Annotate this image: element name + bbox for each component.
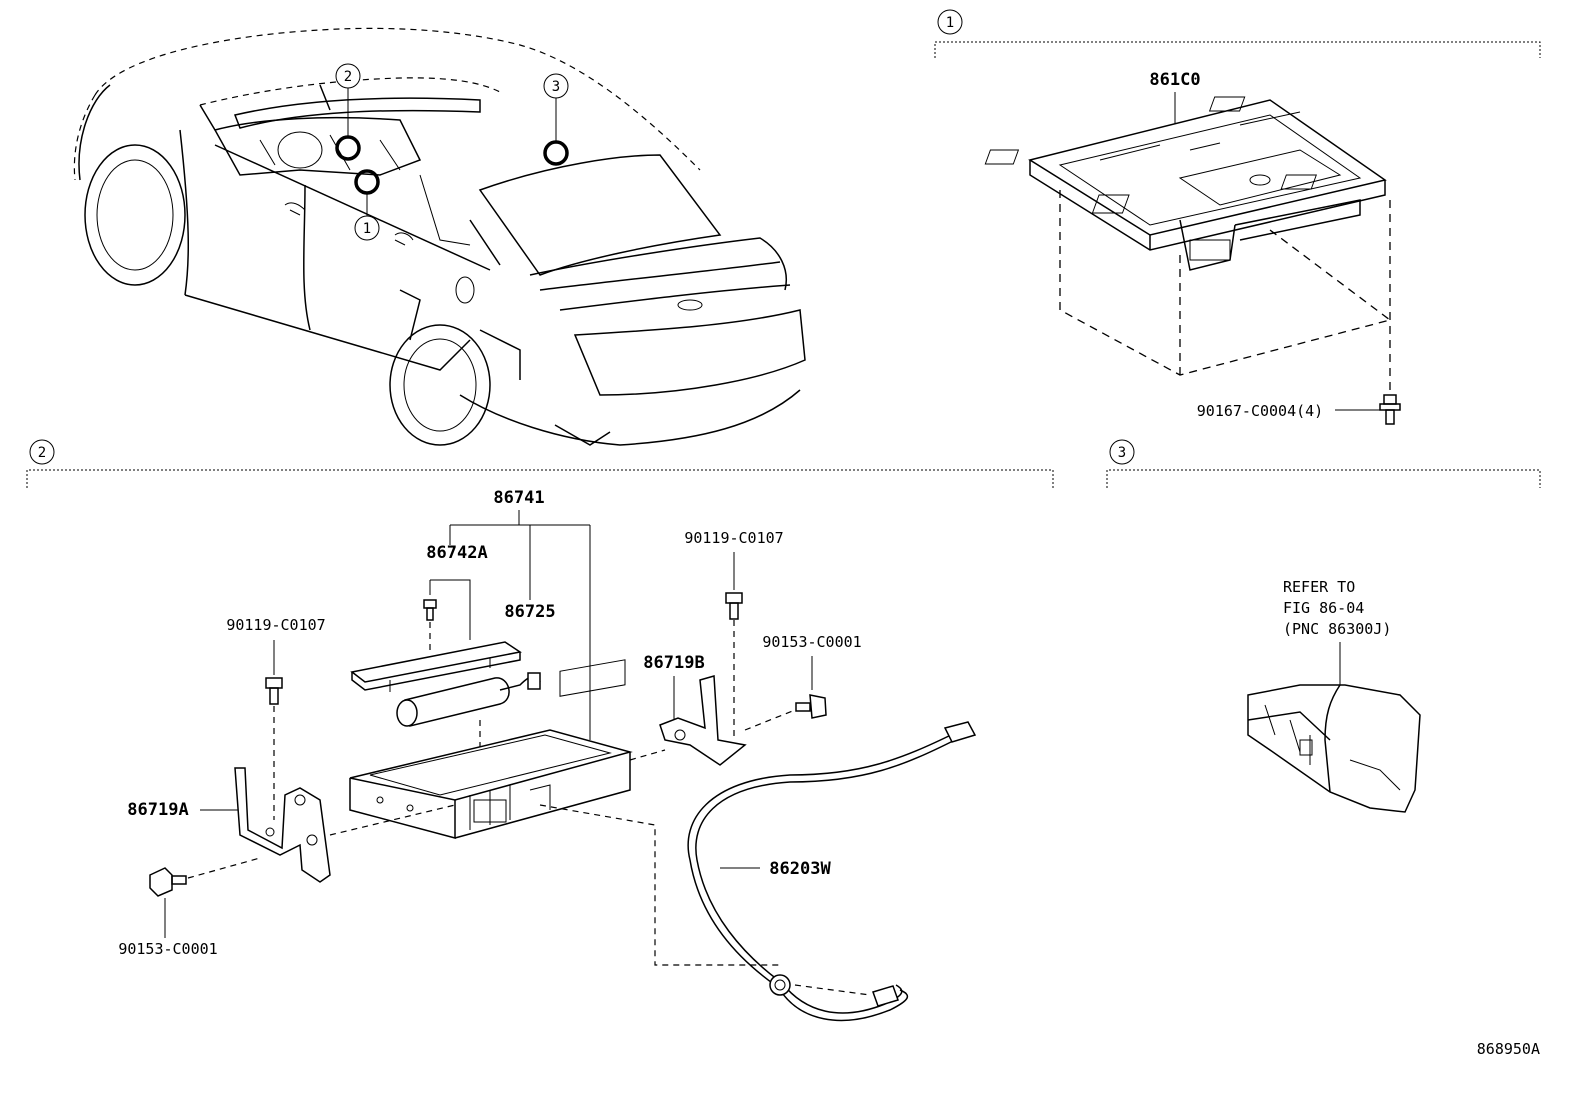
part-86725: 86725 [504, 602, 555, 622]
section-3: 3 REFER TO FIG 86-04 (PNC 86300J) [1106, 439, 1541, 813]
wireless-charger-tray [984, 96, 1387, 271]
camera-assembly [1247, 684, 1421, 813]
section-1-number: 1 [946, 15, 954, 31]
bolt-90119-right [725, 592, 743, 620]
backup-battery-cylinder [396, 672, 541, 727]
bracket-86719A [234, 767, 331, 883]
figure-id: 868950A [1477, 1040, 1540, 1058]
bolt-90153-right [795, 694, 827, 719]
refer-line-3: (PNC 86300J) [1283, 620, 1391, 638]
refer-line-1: REFER TO [1283, 578, 1355, 596]
callout-marker-3 [543, 140, 569, 166]
part-861C0: 861C0 [1149, 70, 1200, 90]
part-86742A: 86742A [426, 543, 487, 563]
part-90119-C0107-left: 90119-C0107 [226, 616, 325, 634]
part-86741: 86741 [493, 488, 544, 508]
vehicle-illustration [73, 27, 806, 446]
section-2-number: 2 [38, 445, 46, 461]
part-90153-C0001-left: 90153-C0001 [118, 940, 217, 958]
main-control-unit [349, 659, 633, 839]
bolt-90167 [1379, 394, 1401, 425]
part-90153-C0001-right: 90153-C0001 [762, 633, 861, 651]
screw-86742A [423, 599, 437, 621]
cable-86203W [687, 721, 977, 1022]
cover-plate [350, 641, 522, 692]
bolt-90153-left [149, 867, 187, 897]
callout-marker-2 [335, 135, 361, 161]
section-1: 1 861C0 [934, 9, 1541, 425]
section-2: 2 86741 86742A 86725 [26, 439, 1054, 1022]
bracket-86719B [659, 675, 747, 766]
part-86719B: 86719B [643, 653, 704, 673]
part-90119-C0107-right: 90119-C0107 [684, 529, 783, 547]
section-3-number: 3 [1118, 445, 1126, 461]
car-callout-3: 3 [552, 79, 560, 95]
part-90167-C0004: 90167-C0004(4) [1197, 402, 1323, 420]
part-86203W: 86203W [769, 859, 831, 879]
car-callout-markers: 2 1 3 [335, 63, 569, 241]
part-86719A: 86719A [127, 800, 188, 820]
bolt-90119-left [265, 677, 283, 705]
car-callout-2: 2 [344, 69, 352, 85]
refer-line-2: FIG 86-04 [1283, 599, 1364, 617]
car-callout-1: 1 [363, 221, 371, 237]
